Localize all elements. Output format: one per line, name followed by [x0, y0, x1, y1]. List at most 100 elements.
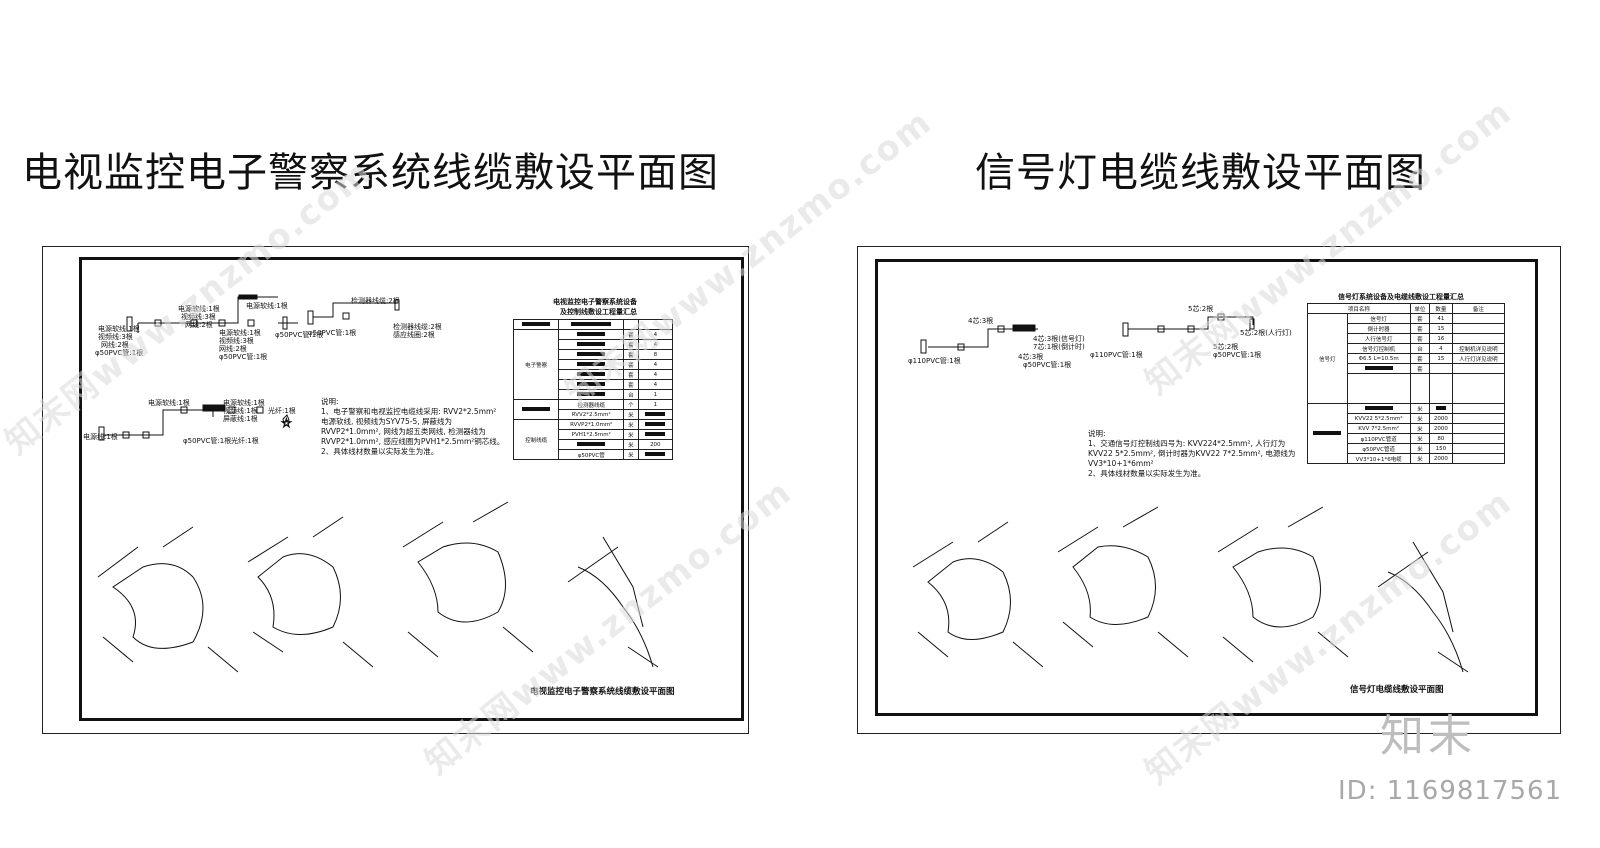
left-intersection-1 — [97, 526, 239, 673]
table-cell: PVH1*2.5mm² — [558, 429, 625, 440]
table-cell: 80 — [1429, 433, 1453, 444]
table-cell: 米 — [1409, 413, 1431, 424]
table-cell: 个 — [623, 399, 639, 410]
table-cell: 200 — [637, 439, 674, 450]
table-cell: 套 — [623, 379, 639, 390]
label-r5: 7芯:1根(倒计时) — [1033, 343, 1085, 351]
table-cell: 套 — [1409, 323, 1431, 334]
table-cell — [1429, 403, 1453, 414]
right-cable-diagram — [912, 313, 1469, 673]
table-cell — [637, 319, 674, 330]
redacted-block — [577, 332, 606, 336]
table-cell — [1451, 433, 1506, 444]
label-b1: 检测器线缆:2根 — [351, 297, 400, 305]
table-cell: 4 — [1429, 343, 1453, 354]
right-table-title: 信号灯系统设备及电缆线敷设工程量汇总 — [1338, 293, 1464, 301]
table-cell: 15 — [1429, 353, 1453, 364]
label-c4: 屏蔽线:1根 — [223, 415, 258, 423]
table-cell — [1451, 313, 1506, 324]
label-b4: φ50PVC管:1根 — [308, 329, 357, 337]
redacted-block — [577, 392, 606, 396]
left-cable-diagram: ☆ — [97, 294, 659, 673]
table-cell — [1451, 363, 1506, 374]
label-a10: 网线:2根 — [219, 345, 247, 353]
right-intersection-2 — [1057, 506, 1189, 658]
table-cell: 16 — [1429, 333, 1453, 344]
left-drawing-sheet: ☆ 电源软线:1根 视频线:3根 网线:2根 电源软线:1根 视频线:3根 网线… — [42, 246, 749, 734]
label-c2: 电源软线:1根 — [223, 399, 265, 407]
label-r4: 4芯:3根(信号灯) — [1033, 335, 1085, 343]
table-cell: φ50PVC管 — [558, 449, 625, 460]
label-b2: 检测器线缆:2根 — [393, 323, 442, 331]
left-sheet-caption: 电视监控电子警察系统线缆敷设平面图 — [530, 687, 675, 697]
right-drawing-frame — [875, 259, 1538, 716]
table-cell — [1346, 363, 1411, 374]
redacted-block — [577, 442, 606, 446]
label-r2: φ110PVC管:1根 — [908, 357, 961, 365]
right-intersection-3 — [1217, 506, 1349, 663]
table-cell: 控制线缆 — [512, 419, 560, 460]
table-cell: 4 — [637, 339, 674, 350]
left-intersection-3 — [402, 501, 534, 658]
left-note-line: 2、具体线材数量以实际发生为准。 — [321, 447, 439, 456]
table-cell: 4 — [637, 369, 674, 380]
label-c7: 光纤:1根 — [231, 437, 259, 445]
table-cell: 15 — [1429, 323, 1453, 334]
right-page-title: 信号灯电缆线敷设平面图 — [975, 150, 1426, 196]
table-cell: 套 — [623, 349, 639, 360]
table-cell: 41 — [1429, 313, 1453, 324]
label-a1: 电源软线:1根 — [178, 305, 220, 313]
table-cell: 4 — [637, 329, 674, 340]
table-cell: 套 — [1409, 363, 1431, 374]
table-cell: 检测器线缆 — [558, 399, 625, 410]
table-cell: RVVP2*1.0mm² — [558, 419, 625, 430]
label-a9: 视频线:3根 — [219, 337, 254, 345]
table-cell: 信号灯 — [1346, 313, 1411, 324]
table-cell: 2000 — [1429, 453, 1453, 464]
label-c1: 电源软线:1根 — [148, 399, 190, 407]
label-c5: 光纤:1根 — [268, 407, 296, 415]
table-row: φ50PVC管米 — [514, 449, 674, 460]
table-cell: 米 — [623, 439, 639, 450]
left-note-line: RVVP2*1.0mm², 感应线圈为PVH1*2.5mm²铜芯线。 — [321, 437, 505, 446]
table-cell: φ110PVC管道 — [1346, 433, 1411, 444]
table-row — [512, 319, 674, 330]
table-cell: 1 — [637, 399, 674, 410]
redacted-block — [522, 407, 551, 411]
table-cell — [1307, 403, 1348, 464]
table-cell — [1346, 403, 1411, 414]
table-cell: 套 — [1409, 333, 1431, 344]
redacted-block — [1364, 366, 1393, 370]
table-cell — [1451, 453, 1506, 464]
right-note-line: KVV22 5*2.5mm², 倒计时器为KVV22 7*2.5mm², 电源线… — [1088, 449, 1296, 458]
redacted-block — [1313, 431, 1342, 435]
table-cell — [1429, 373, 1453, 404]
table-cell: φ50PVC管道 — [1346, 443, 1411, 454]
table-cell — [1451, 373, 1506, 404]
left-note-line: 1、电子警察和电视监控电缆线采用: RVV2*2.5mm² — [321, 407, 497, 416]
table-cell — [637, 429, 674, 440]
table-header-cell: 单位 — [1409, 303, 1431, 314]
right-note-line: VV3*10+1*6mm² — [1088, 459, 1154, 468]
left-table-title-1: 电视监控电子警察系统设备 — [553, 298, 637, 306]
table-row: 米 — [1307, 403, 1506, 464]
redacted-block — [577, 342, 606, 346]
label-a4: 电源软线:1根 — [98, 325, 140, 333]
table-cell — [1451, 403, 1506, 414]
label-a5: 视频线:3根 — [98, 333, 133, 341]
table-cell: 电子警察 — [512, 329, 560, 400]
table-cell: 米 — [623, 409, 639, 420]
label-a11: φ50PVC管:1根 — [219, 353, 268, 361]
table-cell: 套 — [623, 359, 639, 370]
redacted-block — [1435, 406, 1446, 410]
label-r10: φ50PVC管:1根 — [1213, 351, 1262, 359]
table-cell: 套 — [623, 369, 639, 380]
left-intersection-2 — [247, 516, 374, 668]
label-r3: 4芯:3根 — [1018, 353, 1044, 361]
table-cell: 信号灯 — [1307, 313, 1348, 404]
table-header-cell: 备注 — [1451, 303, 1506, 314]
